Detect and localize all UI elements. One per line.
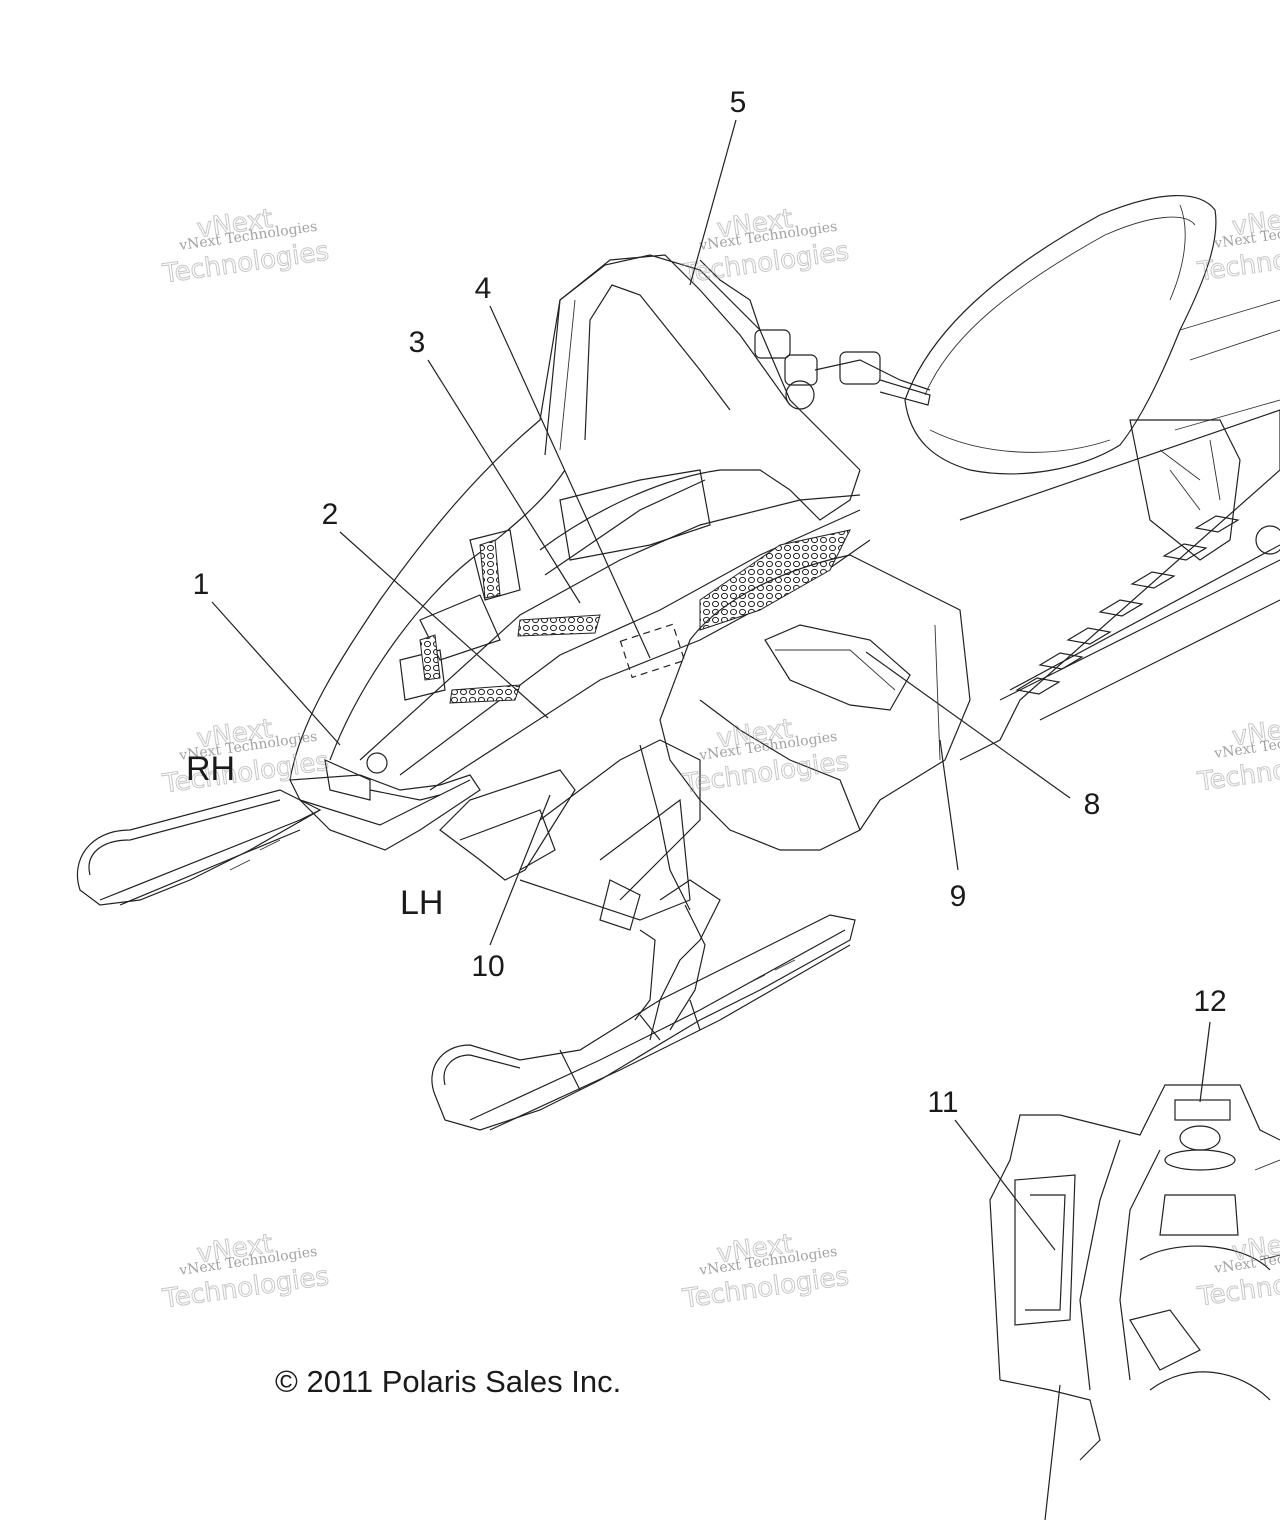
leader-11 [954,1119,1056,1251]
callout-labels: 1 2 3 4 5 8 9 10 11 12 [193,86,1227,1119]
footrest-slots [1015,515,1240,695]
callout-5: 5 [730,86,747,119]
callout-12: 12 [1193,985,1226,1018]
callout-10: 10 [471,950,504,983]
watermark: vNext Technologies vNext Technologies [680,1228,852,1315]
rear-tunnel [959,299,1280,761]
watermark: vNext Technologies vNext Technologies [680,713,852,800]
ski-rh [76,789,322,906]
watermark: vNext Technologies vNext Technologies [160,1228,332,1315]
watermark: vNext Technologies vNext Technologies [160,203,332,290]
callout-11: 11 [927,1086,958,1119]
leader-12 [1199,1021,1211,1103]
seat [904,195,1217,475]
svg-text:vNext: vNext [1230,712,1280,752]
inset-view [989,1084,1280,1461]
snowmobile-drawing [76,195,1280,1461]
watermark: vNext Technologies vNext Technologies [1195,1226,1280,1313]
ski-lh [431,914,856,1131]
watermark: vNext Technologies vNext Technologies [1195,201,1280,288]
svg-text:vNext: vNext [1230,202,1280,242]
leader-8 [865,651,1071,799]
callout-2: 2 [322,498,339,531]
leader-2 [339,531,549,719]
leader-inset-bottom [1044,1384,1061,1521]
callout-9: 9 [950,880,967,913]
callout-4: 4 [475,272,492,305]
callout-8: 8 [1084,788,1101,821]
leader-lines [211,119,1211,1521]
callout-3: 3 [409,326,426,359]
leader-5 [689,119,737,286]
leader-9 [939,739,959,871]
side-label-lh: LH [400,884,443,922]
leader-10 [489,794,551,946]
leader-4 [489,305,651,659]
copyright-notice: © 2011 Polaris Sales Inc. [275,1364,621,1399]
hood-body [289,254,971,881]
side-label-rh: RH [186,750,235,788]
handlebar [699,259,931,410]
watermarks: vNext Technologies vNext Technologies vN… [160,201,1280,1315]
watermark: vNext Technologies vNext Technologies [1195,711,1280,798]
callout-1: 1 [193,568,210,601]
leader-1 [211,601,341,746]
leader-3 [427,359,581,604]
watermark: vNext Technologies vNext Technologies [160,713,332,800]
